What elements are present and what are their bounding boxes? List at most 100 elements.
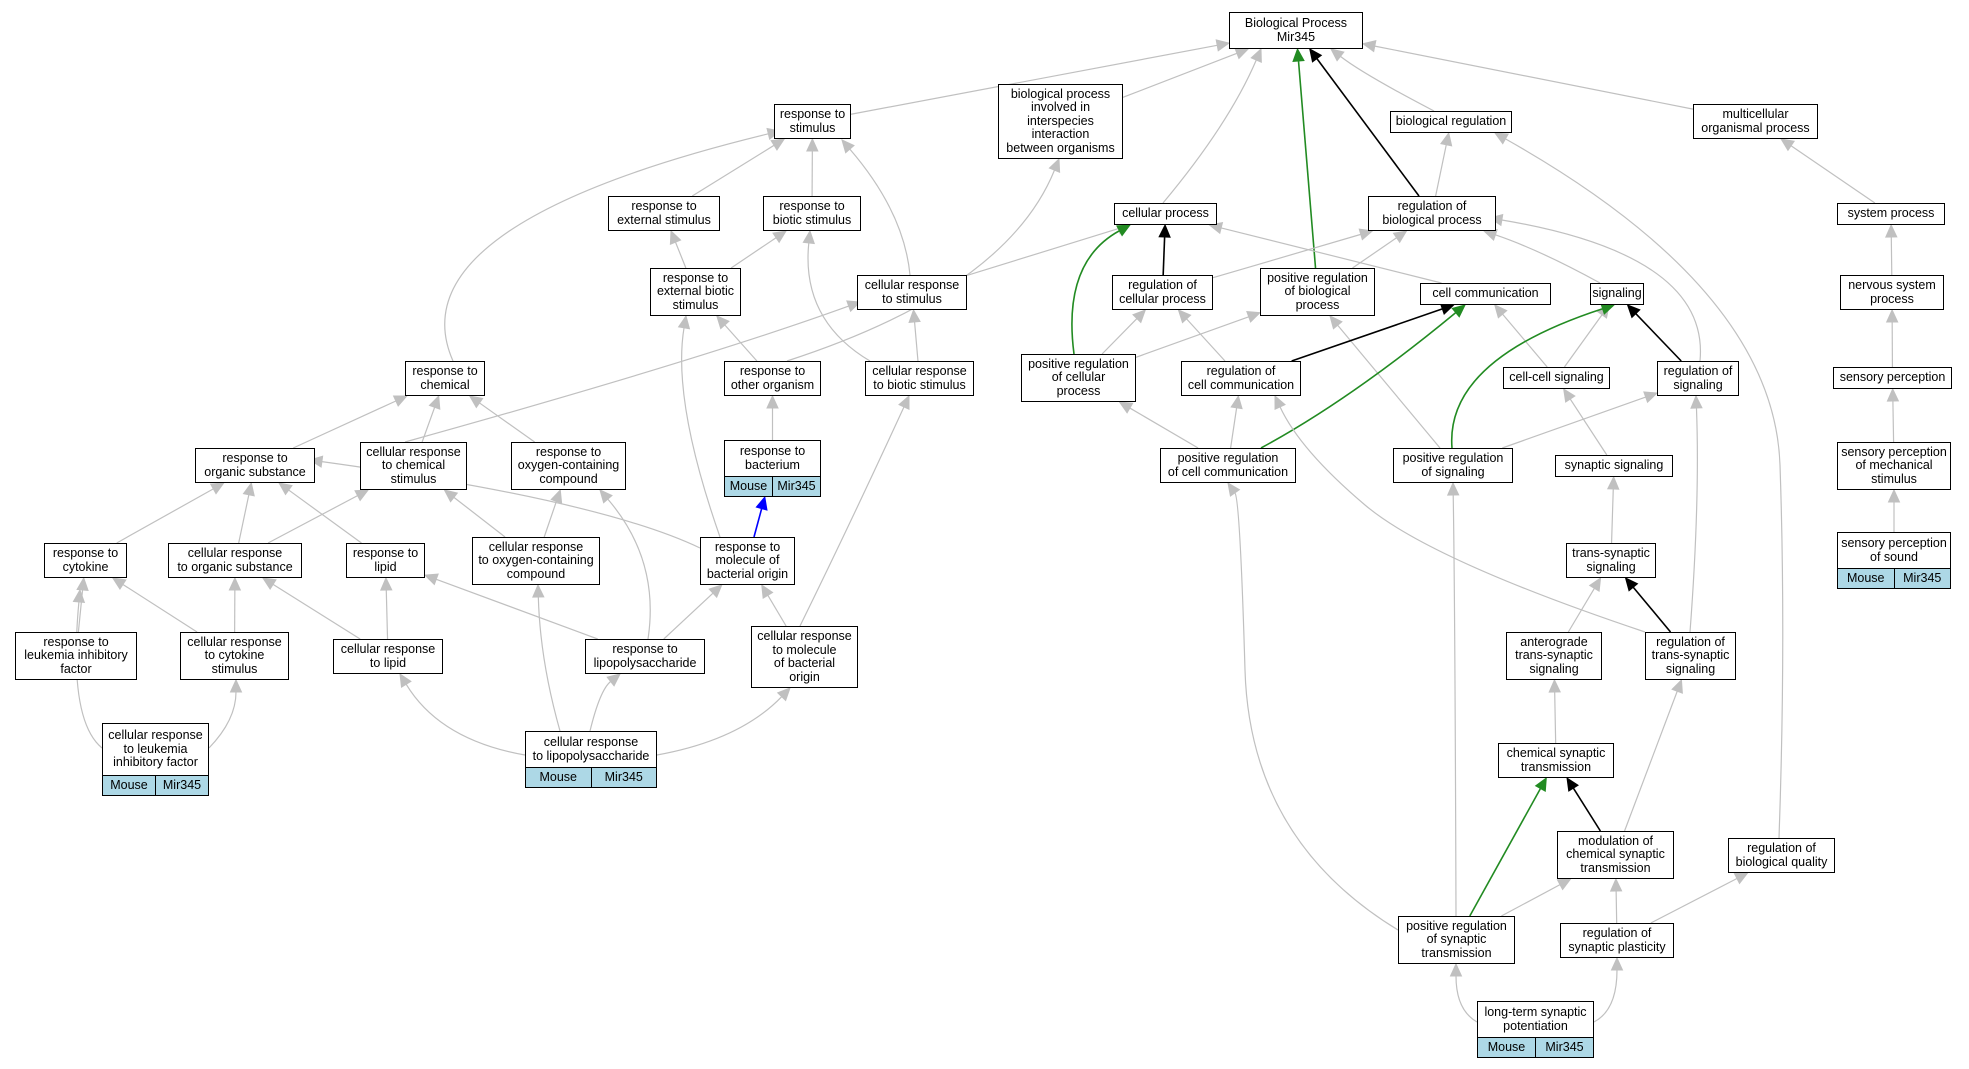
go-term-rchem[interactable]: response to chemical [405,361,485,396]
term-label: response to stimulus [779,107,846,135]
is-a-edge [806,137,819,197]
go-term-transsyn[interactable]: trans-synaptic signaling [1566,543,1656,578]
is-a-edge [1435,131,1453,197]
is-a-edge [1885,223,1898,276]
go-term-bp[interactable]: Biological Process Mir345 [1229,12,1363,49]
gene-cell: Mir345 [590,768,657,787]
go-term-rstim[interactable]: response to stimulus [774,104,851,139]
is-a-edge [1446,481,1460,917]
term-label: synaptic signaling [1564,458,1664,473]
go-term-posregcc[interactable]: positive regulation of cell communicatio… [1160,448,1296,483]
is-a-edge [1482,229,1601,284]
is-a-edge [444,127,782,362]
positively-regulates-edge [1292,47,1317,269]
term-label: biological regulation [1395,114,1507,129]
is-a-edge [443,489,506,538]
go-term-crlipid[interactable]: cellular response to lipid [333,639,443,674]
gene-cell: Mir345 [1893,569,1951,588]
term-label: multicellular organismal process [1701,107,1810,135]
is-a-edge [1501,878,1572,917]
go-term-rlipid[interactable]: response to lipid [346,543,425,578]
go-term-rextbio[interactable]: response to external biotic stimulus [650,268,741,316]
go-term-regqual[interactable]: regulation of biological quality [1728,838,1835,873]
go-term-crbio[interactable]: cellular response to biotic stimulus [865,361,974,396]
go-term-regcp[interactable]: regulation of cellular process [1112,275,1213,310]
go-term-cellproc[interactable]: cellular process [1114,203,1217,225]
term-label: signaling [1592,286,1642,301]
go-term-roxy[interactable]: response to oxygen-containing compound [511,442,626,490]
go-term-posregsig[interactable]: positive regulation of signaling [1393,448,1513,483]
term-label: long-term synaptic potentiation [1484,1005,1587,1033]
go-term-rorg[interactable]: response to organic substance [195,448,315,483]
go-term-cellcomm[interactable]: cell communication [1420,283,1551,305]
go-term-rmolbact[interactable]: response to molecule of bacterial origin [700,537,795,585]
regulates-edge [1309,48,1420,197]
is-a-edge [691,138,786,197]
term-label: response to bacterium [739,444,806,472]
term-label: Biological Process Mir345 [1244,16,1348,44]
go-term-regplast[interactable]: regulation of synaptic plasticity [1560,923,1674,958]
go-term-posregcp[interactable]: positive regulation of cellular process [1021,354,1136,402]
is-a-edge [1330,48,1435,112]
is-a-edge [399,672,526,756]
go-term-antero[interactable]: anterograde trans-synaptic signaling [1506,632,1602,680]
go-term-rext[interactable]: response to external stimulus [608,196,720,231]
go-term-regbp[interactable]: regulation of biological process [1368,196,1496,231]
go-term-posregsyn[interactable]: positive regulation of synaptic transmis… [1398,916,1515,964]
go-term-crstim[interactable]: cellular response to stimulus [857,275,967,310]
go-term-chemsyn[interactable]: chemical synaptic transmission [1498,743,1614,778]
go-term-rbio[interactable]: response to biotic stimulus [763,196,861,231]
go-term-crorg[interactable]: cellular response to organic substance [168,543,302,578]
go-term-crlif[interactable]: cellular response to leukemia inhibitory… [102,723,209,796]
term-label: cellular response to molecule of bacteri… [757,629,852,684]
term-label: sensory perception of sound [1841,536,1947,564]
is-a-edge [1230,394,1243,449]
is-a-edge [850,39,1231,115]
term-label: regulation of signaling [1663,364,1733,392]
go-term-nervsys[interactable]: nervous system process [1840,275,1944,310]
term-label: cellular response to leukemia inhibitory… [108,728,203,770]
go-term-rlps[interactable]: response to lipopolysaccharide [585,639,705,674]
is-a-edge [238,481,255,544]
go-term-rother[interactable]: response to other organism [724,361,821,396]
term-label: response to chemical [412,364,478,392]
go-term-regcc[interactable]: regulation of cell communication [1181,361,1301,396]
is-a-edge [1780,138,1876,204]
go-term-crmolbact[interactable]: cellular response to molecule of bacteri… [751,626,858,688]
go-term-crcyto[interactable]: cellular response to cytokine stimulus [180,632,289,680]
is-a-edge [1449,962,1478,1023]
go-term-signaling[interactable]: signaling [1590,283,1644,305]
go-term-bioreg[interactable]: biological regulation [1390,111,1512,133]
go-term-spmech[interactable]: sensory perception of mechanical stimulu… [1837,442,1951,490]
go-term-regtrans[interactable]: regulation of trans-synaptic signaling [1645,632,1736,680]
go-term-rlif[interactable]: response to leukemia inhibitory factor [15,632,137,680]
go-term-sensperc[interactable]: sensory perception [1833,367,1952,389]
is-a-edge [669,229,687,269]
go-term-sysproc[interactable]: system process [1837,203,1945,225]
go-term-croxy[interactable]: cellular response to oxygen-containing c… [472,537,600,585]
go-term-multi[interactable]: multicellular organismal process [1693,104,1818,139]
term-label: regulation of trans-synaptic signaling [1651,634,1730,676]
is-a-edge [1593,956,1624,1023]
term-label: modulation of chemical synaptic transmis… [1566,833,1665,875]
go-term-bpinter[interactable]: biological process involved in interspec… [998,84,1123,159]
term-label: regulation of biological quality [1735,841,1828,869]
term-label: cellular process [1122,206,1209,221]
go-term-crchem[interactable]: cellular response to chemical stimulus [360,442,467,490]
go-term-synsig[interactable]: synaptic signaling [1555,455,1673,477]
go-term-regsig[interactable]: regulation of signaling [1657,361,1739,396]
is-a-edge [799,394,910,627]
go-term-rcyto[interactable]: response to cytokine [44,543,127,578]
go-term-posregbp[interactable]: positive regulation of biological proces… [1260,268,1375,316]
is-a-edge [1122,47,1250,98]
go-term-modchem[interactable]: modulation of chemical synaptic transmis… [1557,831,1674,879]
go-term-ccsig[interactable]: cell-cell signaling [1503,367,1610,389]
